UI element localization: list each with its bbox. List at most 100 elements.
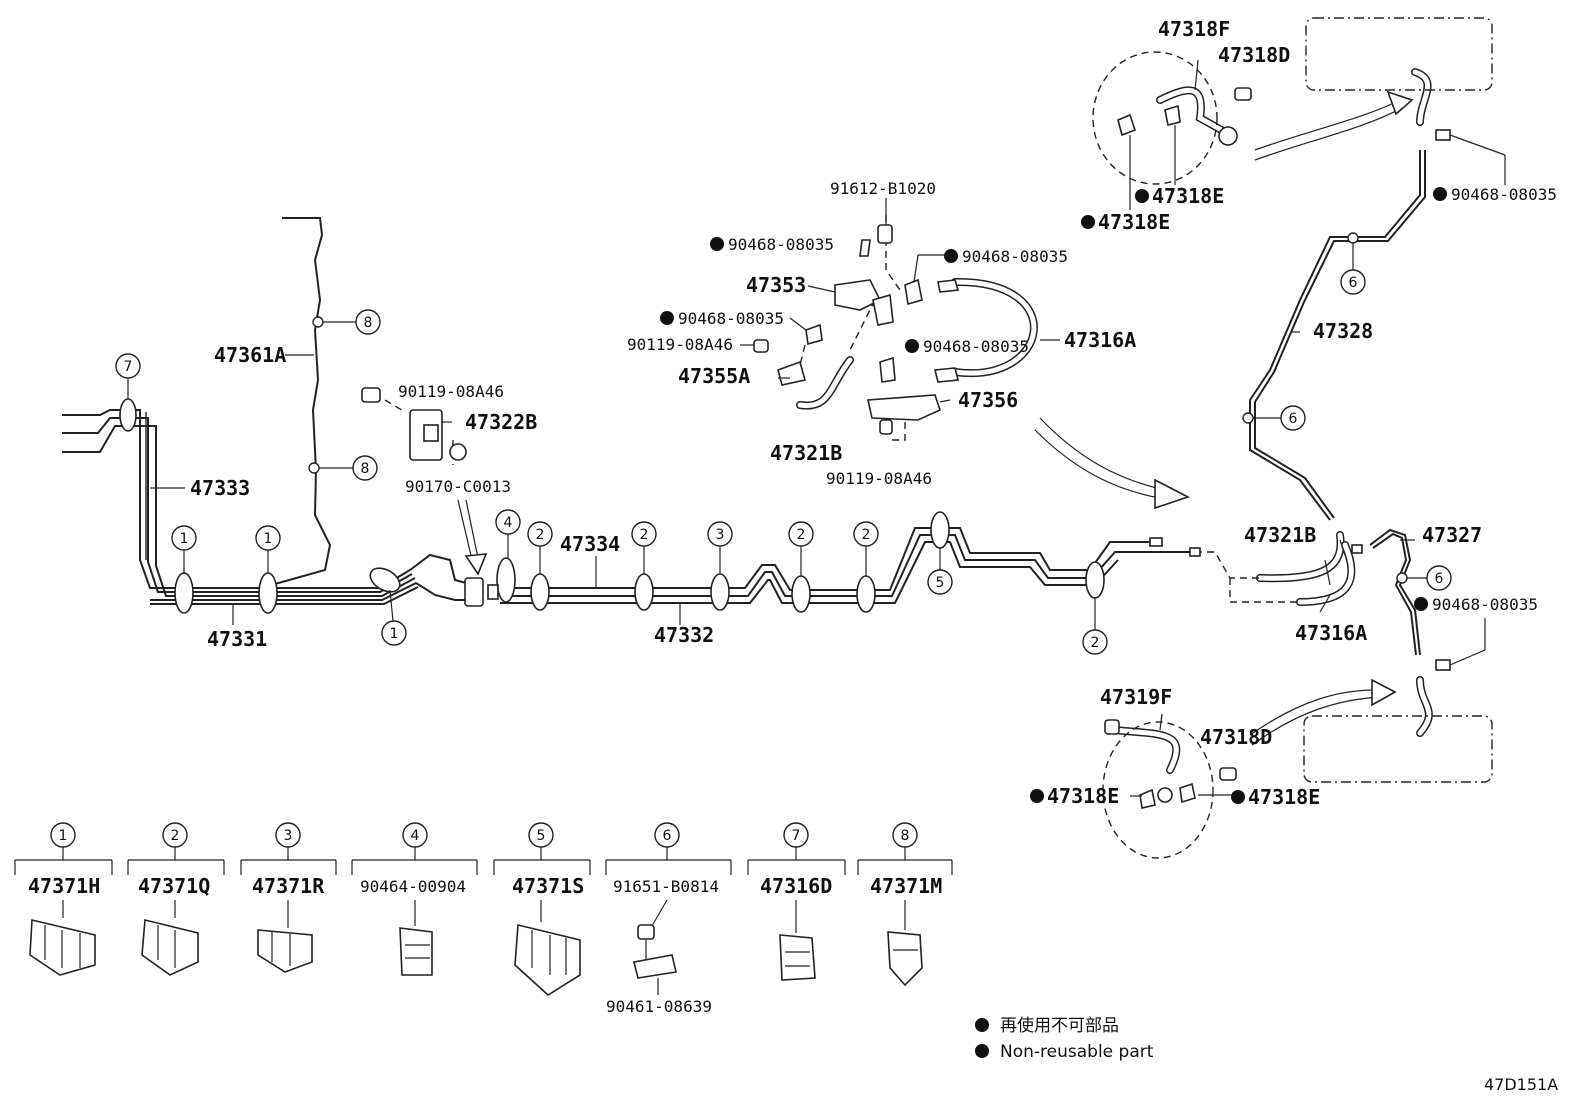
label-90119-b: 90119-08A46 <box>826 469 932 488</box>
svg-text:7: 7 <box>792 828 801 844</box>
label-47321B-mid: 47321B <box>770 441 842 465</box>
label-47318E-bot2: 47318E <box>1248 785 1320 809</box>
callout-2c: 2 <box>797 527 806 543</box>
label-90468-tr: 90468-08035 <box>1451 185 1557 204</box>
label-91612: 91612-B1020 <box>830 179 936 198</box>
svg-text:1: 1 <box>59 828 68 844</box>
label-47318E-top1: 47318E <box>1152 184 1224 208</box>
label-47334: 47334 <box>560 532 620 556</box>
svg-text:47371H: 47371H <box>28 874 100 898</box>
callout-2a: 2 <box>536 527 545 543</box>
callout-1b: 1 <box>264 531 273 547</box>
legend-dot-en <box>975 1044 989 1058</box>
flexible-hoses <box>796 68 1433 774</box>
label-47353: 47353 <box>746 273 806 297</box>
nonreusable-dot <box>905 339 919 353</box>
clamp-legend-item-8: 8 47371M <box>857 822 953 987</box>
callout-5: 5 <box>936 575 945 591</box>
clamp-legend-item-4: 4 90464-00904 <box>351 822 478 976</box>
nonreusable-dot <box>1081 215 1095 229</box>
clamp-legend-item-6: 6 91651-B0814 90461-08639 <box>605 822 732 1016</box>
callout-2d: 2 <box>862 527 871 543</box>
part-number-labels: 47318F 47318D 47318E 47318E 90468-08035 … <box>190 17 1557 809</box>
callout-6c: 6 <box>1435 571 1444 587</box>
label-47316A-top: 47316A <box>1064 328 1136 352</box>
svg-text:2: 2 <box>171 828 180 844</box>
label-47318D-bot: 47318D <box>1200 725 1272 749</box>
callout-4: 4 <box>504 515 513 531</box>
diagram-code: 47D151A <box>1484 1075 1558 1094</box>
label-90170: 90170-C0013 <box>405 477 511 496</box>
label-47319F: 47319F <box>1100 685 1172 709</box>
label-47321B-right: 47321B <box>1244 523 1316 547</box>
direction-arrows <box>457 90 1414 746</box>
non-reusable-legend: 再使用不可部品 Non-reusable part <box>975 1015 1154 1062</box>
callout-2e: 2 <box>1091 635 1100 651</box>
label-47356: 47356 <box>958 388 1018 412</box>
callout-7: 7 <box>124 359 133 375</box>
clamp-legend-item-5: 5 47371S <box>493 822 591 996</box>
svg-text:8: 8 <box>901 828 910 844</box>
nonreusable-dot <box>1231 790 1245 804</box>
nonreusable-dot <box>944 249 958 263</box>
label-90468-c: 90468-08035 <box>678 309 784 328</box>
callout-8a: 8 <box>364 315 373 331</box>
nonreusable-dot <box>1135 189 1149 203</box>
svg-text:47316D: 47316D <box>760 874 832 898</box>
svg-text:90464-00904: 90464-00904 <box>360 877 466 896</box>
clamp-legend: 1 47371H 2 47371Q 3 47371R <box>14 822 953 1016</box>
svg-text:4: 4 <box>411 828 420 844</box>
legend-text-jp: 再使用不可部品 <box>1000 1015 1119 1036</box>
label-leaders <box>150 59 1506 797</box>
clamp-legend-item-1: 1 47371H <box>14 822 113 976</box>
nonreusable-dot <box>1414 597 1428 611</box>
svg-text:90461-08639: 90461-08639 <box>606 997 712 1016</box>
nonreusable-dot <box>1433 187 1447 201</box>
label-47316A-right: 47316A <box>1295 621 1367 645</box>
legend-dot-jp <box>975 1018 989 1032</box>
label-47327: 47327 <box>1422 523 1482 547</box>
svg-text:47371Q: 47371Q <box>138 874 210 898</box>
pipe-clamps <box>119 232 1408 614</box>
svg-text:47371M: 47371M <box>870 874 942 898</box>
label-47332: 47332 <box>654 623 714 647</box>
label-47355A: 47355A <box>678 364 750 388</box>
svg-text:91651-B0814: 91651-B0814 <box>613 877 719 896</box>
hardware-parts <box>361 87 1451 809</box>
nonreusable-dot <box>660 311 674 325</box>
clamp-legend-item-3: 3 47371R <box>240 822 337 973</box>
label-47333: 47333 <box>190 476 250 500</box>
svg-text:3: 3 <box>284 828 293 844</box>
label-47331: 47331 <box>207 627 267 651</box>
label-47322B: 47322B <box>465 410 537 434</box>
callout-8b: 8 <box>361 461 370 477</box>
label-90468-b: 90468-08035 <box>962 247 1068 266</box>
svg-text:5: 5 <box>537 828 546 844</box>
label-47318E-top2: 47318E <box>1098 210 1170 234</box>
label-47318E-bot1: 47318E <box>1047 784 1119 808</box>
callout-1c: 1 <box>390 626 399 642</box>
label-47318D-top: 47318D <box>1218 43 1290 67</box>
callout-1a: 1 <box>180 531 189 547</box>
label-47328: 47328 <box>1313 319 1373 343</box>
label-90468-r: 90468-08035 <box>1432 595 1538 614</box>
label-90119-c: 90119-08A46 <box>398 382 504 401</box>
clamp-legend-item-7: 7 47316D <box>747 822 846 981</box>
nonreusable-dot <box>1030 789 1044 803</box>
callout-3: 3 <box>716 527 725 543</box>
label-47361A: 47361A <box>214 343 286 367</box>
legend-text-en: Non-reusable part <box>1000 1042 1154 1062</box>
svg-text:47371S: 47371S <box>512 874 584 898</box>
diagram-callouts: 7 8 8 1 1 1 4 2 2 3 2 2 <box>115 243 1452 655</box>
label-90468-a: 90468-08035 <box>728 235 834 254</box>
label-90468-d: 90468-08035 <box>923 337 1029 356</box>
clamp-legend-item-2: 2 47371Q <box>127 822 225 976</box>
callout-6b: 6 <box>1289 411 1298 427</box>
dashed-guides <box>384 17 1493 859</box>
callout-2b: 2 <box>640 527 649 543</box>
label-47318F: 47318F <box>1158 17 1230 41</box>
nonreusable-dot <box>710 237 724 251</box>
svg-text:6: 6 <box>663 828 672 844</box>
label-90119-a: 90119-08A46 <box>627 335 733 354</box>
